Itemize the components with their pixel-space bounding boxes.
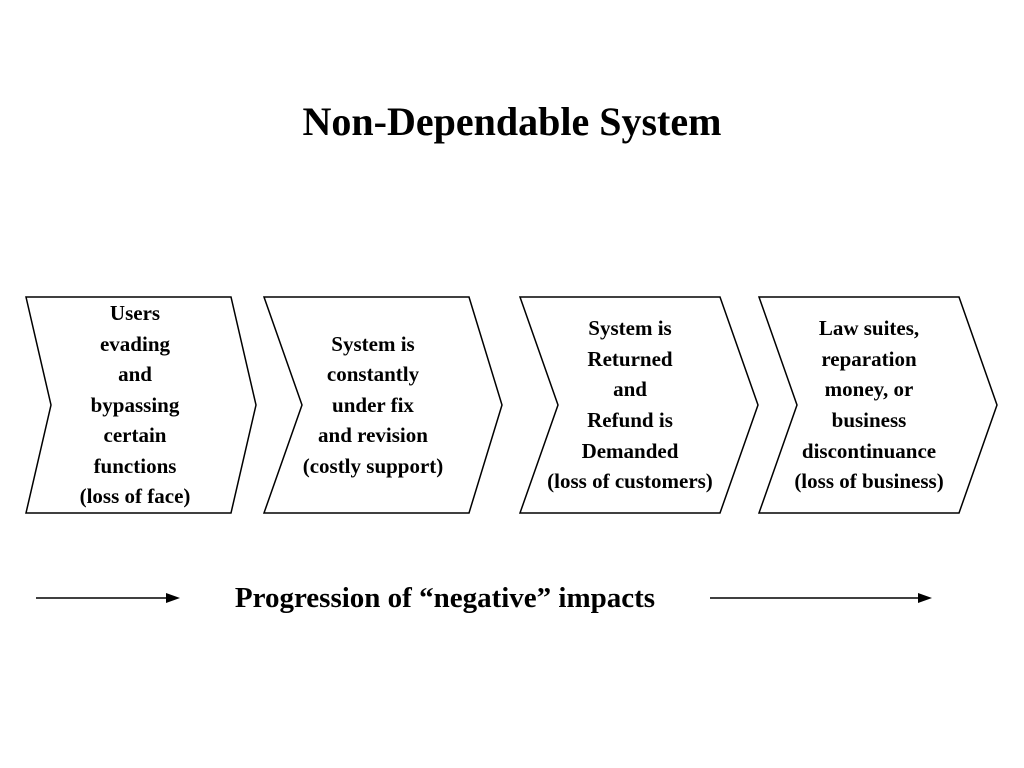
stage-chevron-1: Users evading and bypassing certain func…	[25, 296, 266, 514]
right-arrow-icon	[710, 593, 932, 603]
progression-label: Progression of “negative” impacts	[234, 582, 656, 614]
stage-chevron-3: System is Returned and Refund is Demande…	[518, 296, 760, 514]
chevron-shape	[262, 296, 503, 514]
stage-chevron-2: System is constantly under fix and revis…	[262, 296, 504, 514]
stage-text-3: System is Returned and Refund is Demande…	[547, 316, 713, 494]
progression-row: Progression of “negative” impacts	[0, 574, 1024, 622]
stage-chevron-4: Law suites, reparation money, or busines…	[757, 296, 999, 514]
stage-text-1: Users evading and bypassing certain func…	[79, 300, 191, 509]
chevron-shape	[757, 296, 998, 514]
chevron-shape	[518, 296, 759, 514]
stage-text-2: System is constantly under fix and revis…	[302, 331, 444, 478]
left-arrow-icon	[36, 593, 180, 603]
diagram-title: Non-Dependable System	[302, 99, 722, 144]
chevron-shape	[25, 296, 257, 514]
stage-text-4: Law suites, reparation money, or busines…	[794, 316, 944, 494]
